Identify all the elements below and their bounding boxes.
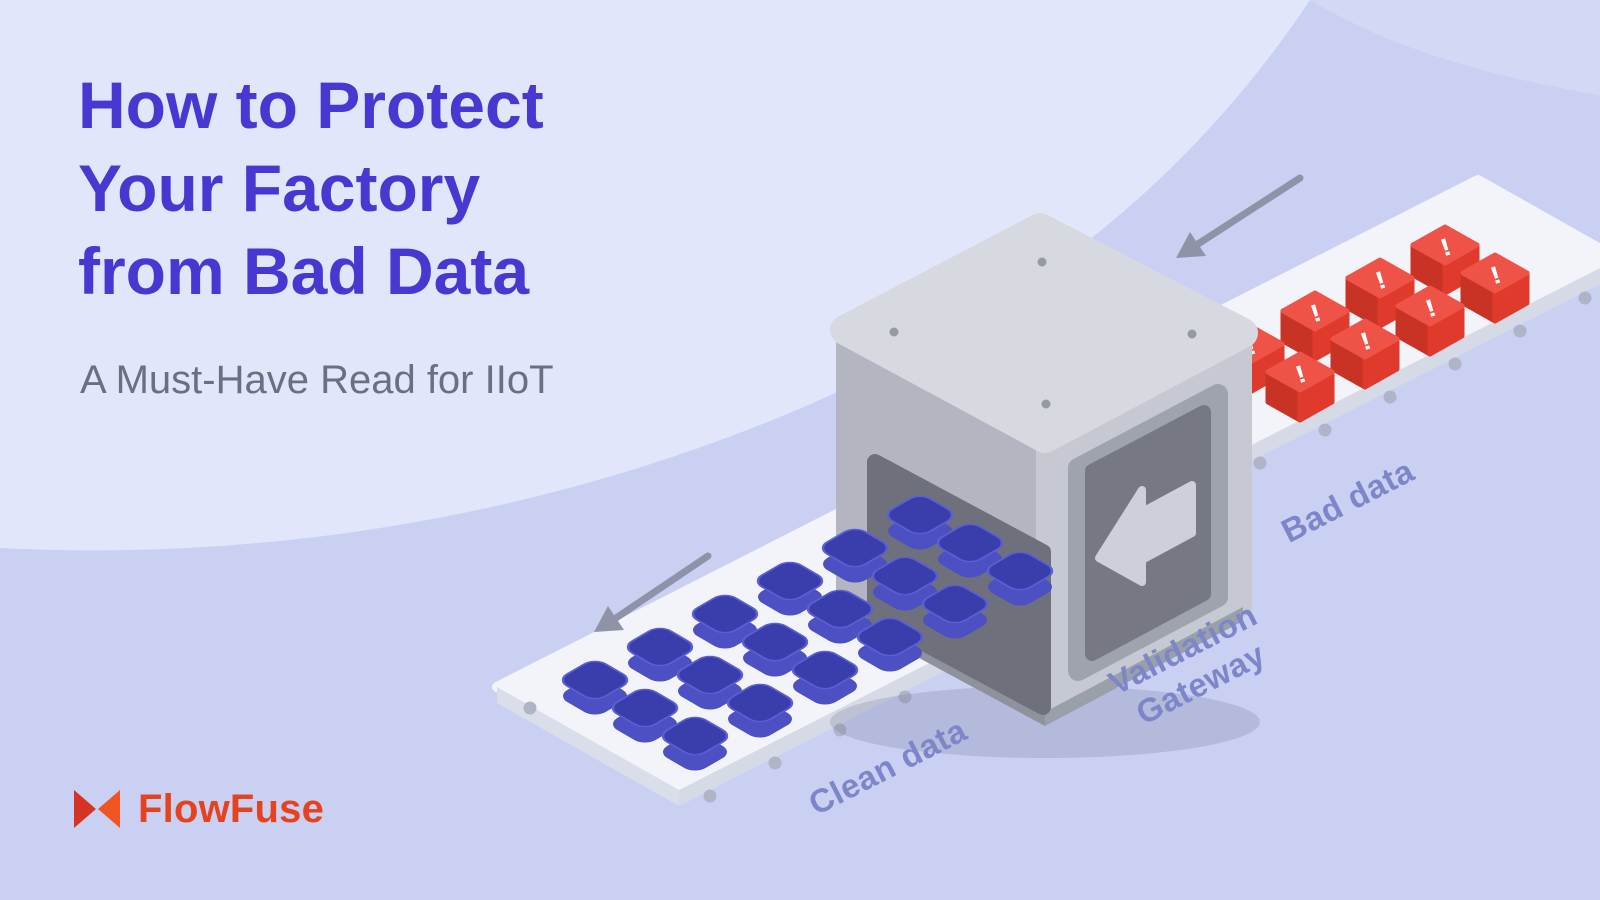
gateway-top-face bbox=[830, 213, 1258, 453]
flow-arrow-bottom bbox=[594, 552, 712, 632]
belt-rollers bbox=[523, 690, 912, 803]
bad-data-cube bbox=[1333, 321, 1397, 387]
background-wave bbox=[0, 0, 1310, 551]
logo-right-arrow bbox=[98, 790, 120, 828]
belt-front-side bbox=[1228, 268, 1600, 473]
screw-icon bbox=[1187, 329, 1197, 339]
flowfuse-logo-text: FlowFuse bbox=[138, 786, 325, 831]
arrowhead bbox=[1176, 232, 1206, 258]
logo-left-arrow bbox=[74, 790, 96, 828]
screw-icon bbox=[1041, 399, 1051, 409]
gateway-base-right bbox=[1045, 607, 1243, 726]
belt-end-side bbox=[497, 687, 679, 806]
belt-rollers bbox=[1253, 291, 1592, 470]
bad-data-cube bbox=[1398, 288, 1462, 354]
bad-data-cube bbox=[1463, 255, 1527, 321]
gateway-screws bbox=[889, 257, 1197, 409]
background-wave-corner bbox=[1310, 0, 1600, 95]
bad-data-cube bbox=[1268, 354, 1332, 420]
validation-gateway-box bbox=[830, 213, 1258, 726]
flowfuse-logo-icon bbox=[74, 790, 120, 828]
arrowhead bbox=[594, 606, 624, 632]
screw-icon bbox=[889, 327, 899, 337]
page-subtitle: A Must-Have Read for IIoT bbox=[80, 358, 554, 402]
gateway-direction-arrow bbox=[1095, 481, 1196, 586]
page-title: How to Protect Your Factory from Bad Dat… bbox=[78, 68, 544, 309]
screw-icon bbox=[1037, 257, 1047, 267]
flowfuse-logo: FlowFuse bbox=[70, 786, 324, 832]
flow-arrow-top bbox=[1176, 174, 1304, 258]
